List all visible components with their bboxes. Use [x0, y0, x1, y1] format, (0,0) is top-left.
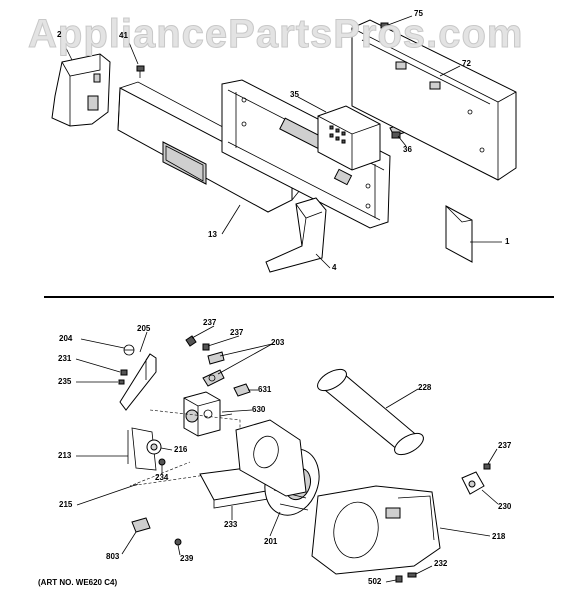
part-631-connector[interactable] — [233, 383, 251, 397]
callout-237: 237 — [230, 328, 244, 337]
part-232-screw[interactable] — [407, 572, 417, 578]
callout-218: 218 — [492, 532, 506, 541]
callout-631: 631 — [258, 385, 272, 394]
callout-228: 228 — [418, 383, 432, 392]
part-1-manual[interactable] — [445, 205, 473, 263]
callout-237: 237 — [203, 318, 217, 327]
watermark: AppliancePartsPros.com — [28, 12, 524, 57]
part-41-screw[interactable] — [136, 65, 145, 78]
part-4-endcap[interactable] — [265, 197, 327, 273]
callout-75: 75 — [414, 9, 423, 18]
callout-630: 630 — [252, 405, 266, 414]
callout-237: 237 — [498, 441, 512, 450]
part-216-idler-pulley[interactable] — [146, 439, 162, 455]
part-2-endcap[interactable] — [51, 53, 111, 127]
part-630-motor[interactable] — [183, 391, 233, 437]
part-502-screw[interactable] — [395, 575, 403, 583]
part-35-control-board[interactable] — [317, 105, 381, 171]
callout-502: 502 — [368, 577, 382, 586]
callout-201: 201 — [264, 537, 278, 546]
callout-205: 205 — [137, 324, 151, 333]
part-803-clip[interactable] — [131, 517, 151, 533]
callout-216: 216 — [174, 445, 188, 454]
callout-235: 235 — [58, 377, 72, 386]
callout-239: 239 — [180, 554, 194, 563]
part-218-blower-housing[interactable] — [311, 485, 441, 575]
callout-36: 36 — [403, 145, 412, 154]
callout-35: 35 — [290, 90, 299, 99]
callout-232: 232 — [434, 559, 448, 568]
callout-1: 1 — [505, 237, 510, 246]
leader-lines — [61, 15, 502, 583]
callout-803: 803 — [106, 552, 120, 561]
callout-41: 41 — [119, 31, 128, 40]
callout-233: 233 — [224, 520, 238, 529]
part-205-bracket[interactable] — [118, 344, 157, 411]
part-239-screw[interactable] — [174, 538, 182, 546]
part-front-housing[interactable] — [235, 419, 307, 497]
callout-72: 72 — [462, 59, 471, 68]
part-213-belt[interactable] — [127, 427, 157, 471]
part-control-frame[interactable] — [221, 79, 391, 229]
part-72-rear-cover[interactable] — [351, 19, 517, 181]
part-230-thermostat[interactable] — [461, 471, 485, 495]
callout-13: 13 — [208, 230, 217, 239]
callout-230: 230 — [498, 502, 512, 511]
callout-213: 213 — [58, 451, 72, 460]
part-237-screw-right[interactable] — [483, 463, 491, 470]
callout-234: 234 — [155, 473, 169, 482]
callout-215: 215 — [59, 500, 73, 509]
part-228-drum[interactable] — [314, 365, 427, 459]
part-203-idler-parts[interactable] — [185, 335, 225, 387]
part-234-washer[interactable] — [158, 458, 166, 466]
art-number-caption: (ART NO. WE620 C4) — [38, 578, 118, 587]
callout-204: 204 — [59, 334, 73, 343]
callout-231: 231 — [58, 354, 72, 363]
callout-203: 203 — [271, 338, 285, 347]
part-75-clip[interactable] — [380, 22, 389, 29]
callout-4: 4 — [332, 263, 337, 272]
callout-2: 2 — [57, 30, 62, 39]
